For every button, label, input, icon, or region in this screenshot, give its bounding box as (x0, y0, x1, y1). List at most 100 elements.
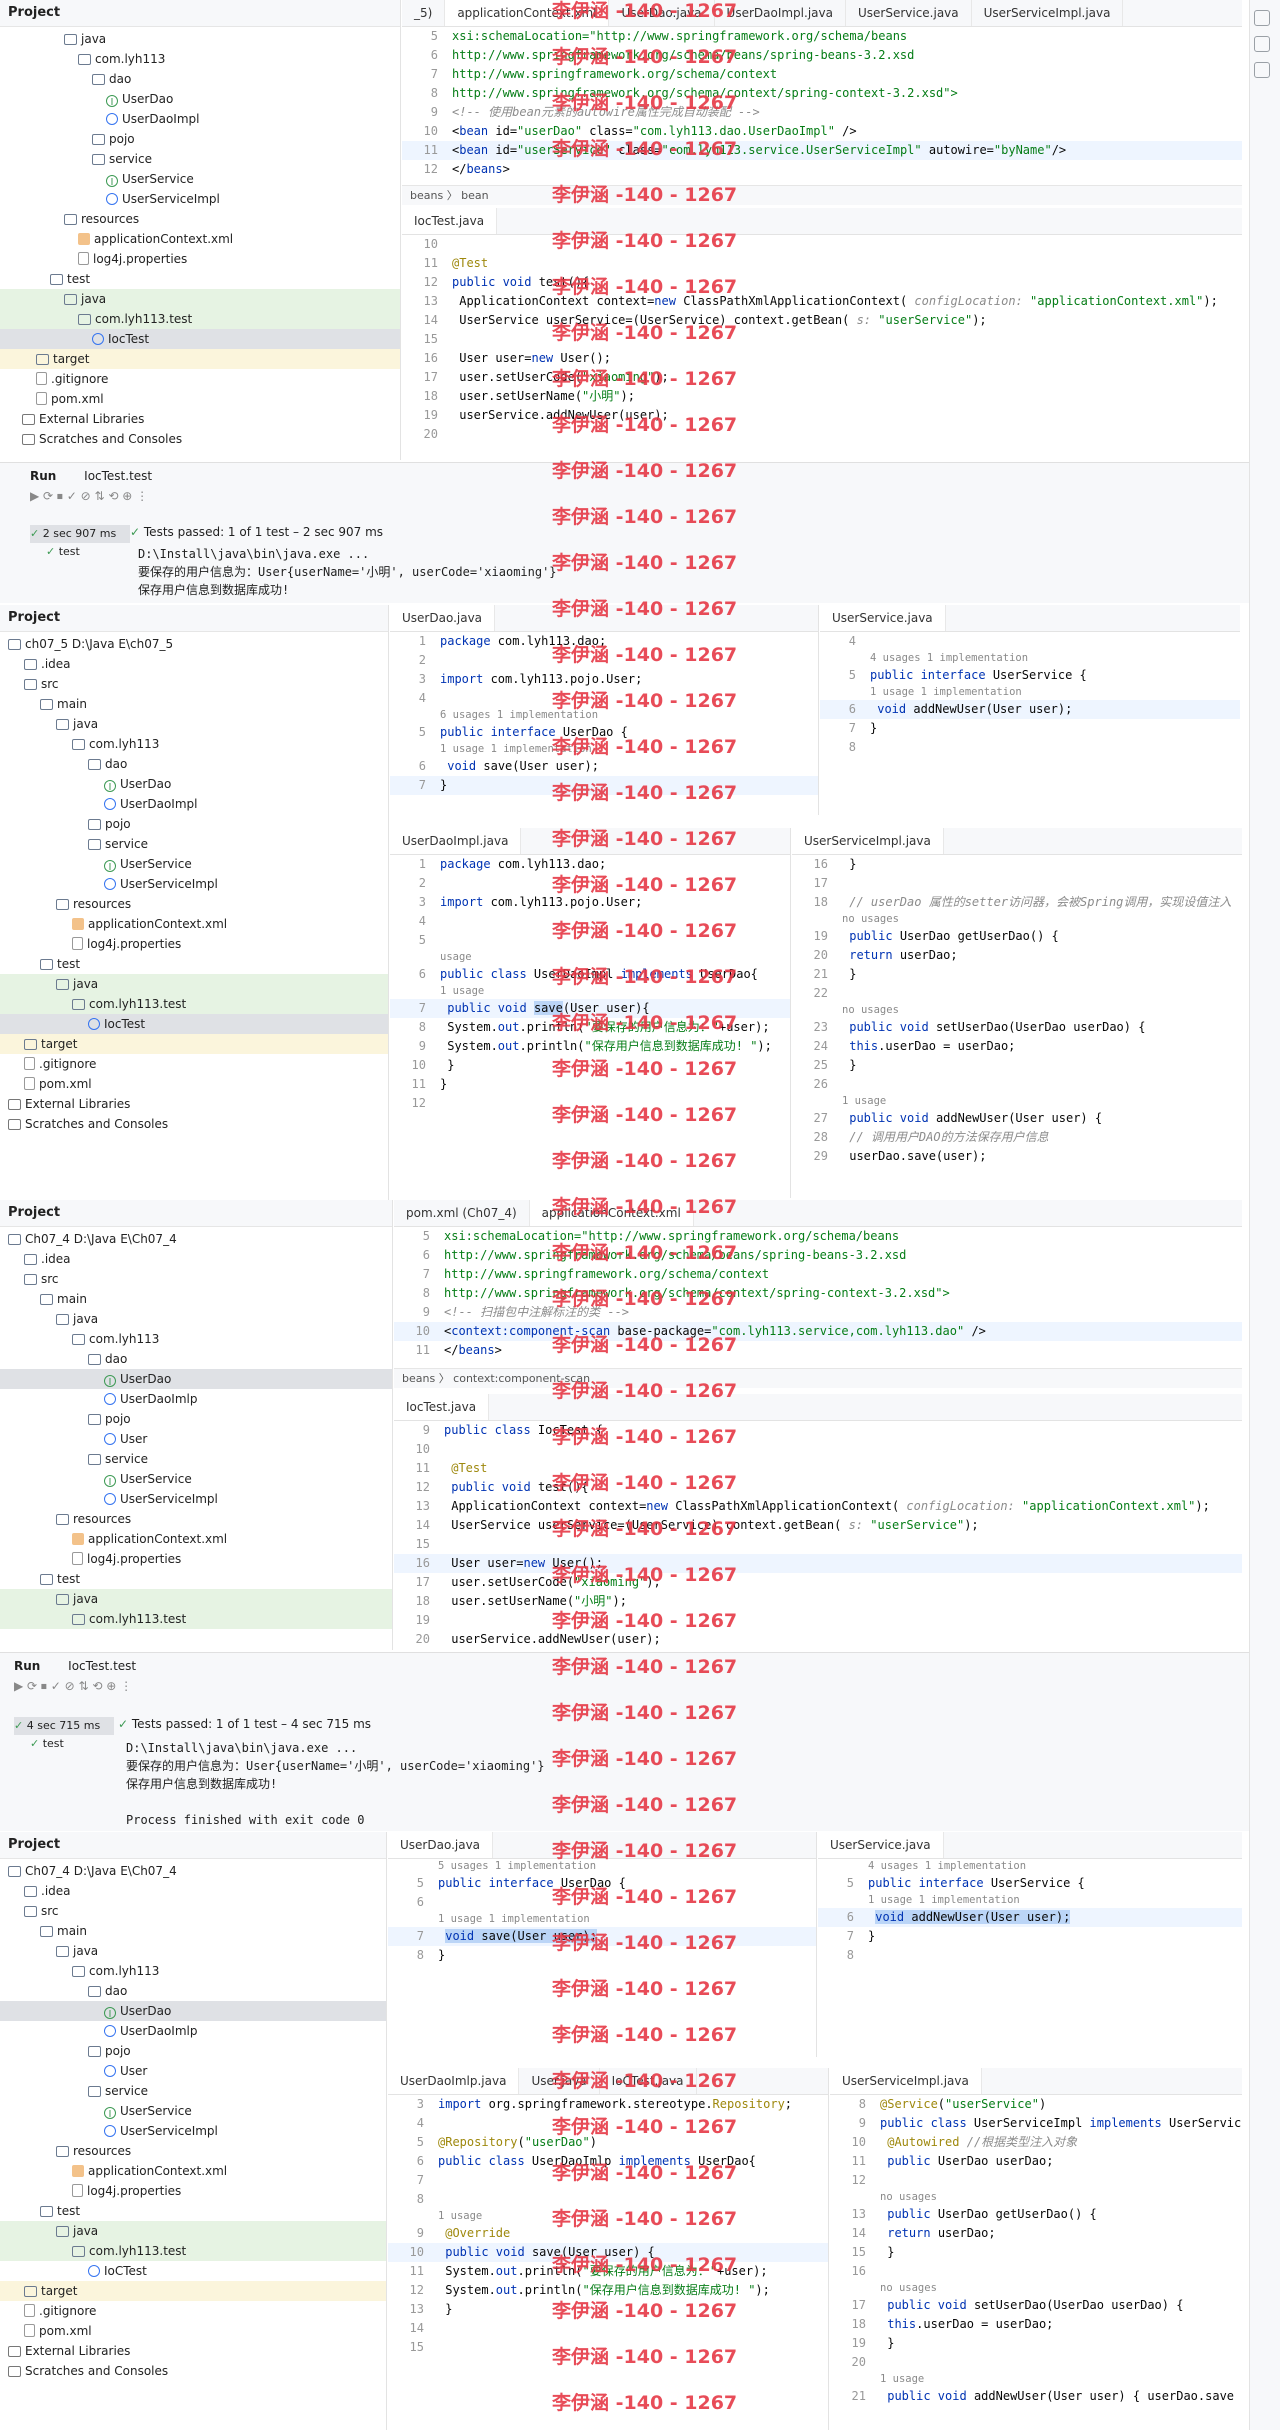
tree-item[interactable]: src (0, 1901, 386, 1921)
tree-item[interactable]: .idea (0, 1249, 392, 1269)
usage-hint[interactable]: no usages (842, 1004, 899, 1016)
code-line[interactable]: 12 (390, 1094, 790, 1113)
usage-hint[interactable]: 1 usage 1 implementation (440, 743, 592, 755)
tree-item[interactable]: main (0, 1921, 386, 1941)
code-line[interactable]: 12 public void test(){ (394, 1478, 1242, 1497)
tree-item[interactable]: test (0, 269, 400, 289)
editor-tab[interactable]: User.java (519, 2068, 600, 2094)
tree-item[interactable]: resources (0, 2141, 386, 2161)
tree-item[interactable]: target (0, 349, 400, 369)
run-time[interactable]: 2 sec 907 ms (42, 527, 117, 540)
editor-tab[interactable]: pom.xml (Ch07_4) (394, 1200, 530, 1226)
code-line[interactable]: 11@Test (402, 254, 1242, 273)
tree-item[interactable]: pom.xml (0, 389, 400, 409)
code-line[interactable]: 4 (390, 689, 818, 708)
tree-item[interactable]: com.lyh113.test (0, 1609, 392, 1629)
tree-item[interactable]: UserDaoImpl (0, 794, 388, 814)
tree-item[interactable]: test (0, 954, 388, 974)
code-line[interactable]: 5@Repository("userDao") (388, 2133, 828, 2152)
tree-item[interactable]: src (0, 674, 388, 694)
tree-item[interactable]: com.lyh113 (0, 734, 388, 754)
tree-item[interactable]: src (0, 1269, 392, 1289)
tree-item[interactable]: java (0, 29, 400, 49)
tab-userservice[interactable]: UserService.java (820, 605, 946, 631)
code-line[interactable]: 9 @Override (388, 2224, 828, 2243)
tree-item[interactable]: Ch07_4 D:\Java E\Ch07_4 (0, 1861, 386, 1881)
code-line[interactable]: 10 (394, 1440, 1242, 1459)
tree-item[interactable]: Scratches and Consoles (0, 2361, 386, 2381)
code-line[interactable]: 24 this.userDao = userDao; (792, 1037, 1242, 1056)
tab-userdaoimpl[interactable]: UserDaoImpl.java (390, 828, 522, 854)
tree-item[interactable]: pom.xml (0, 2321, 386, 2341)
tab-userdao[interactable]: UserDao.java (388, 1832, 494, 1858)
code-line[interactable]: 12</beans> (402, 160, 1242, 179)
code-line[interactable]: 8 (388, 2190, 828, 2209)
code-line[interactable]: 13 public UserDao getUserDao() { (830, 2205, 1242, 2224)
code-line[interactable]: 8 System.out.println("要保存的用户信息为："+user); (390, 1018, 790, 1037)
tree-item[interactable]: java (0, 1589, 392, 1609)
code-line[interactable]: 14 UserService userService=(UserService)… (394, 1516, 1242, 1535)
code-line[interactable]: 19 userService.addNewUser(user); (402, 406, 1242, 425)
code-line[interactable]: 19 public UserDao getUserDao() { (792, 927, 1242, 946)
run-test[interactable]: test (58, 545, 80, 558)
tree-item[interactable]: com.lyh113 (0, 1961, 386, 1981)
code-line[interactable]: 10 public void save(User user) { (388, 2243, 828, 2262)
usage-hint[interactable]: 5 usages 1 implementation (438, 1860, 597, 1872)
tab-userserviceimpl[interactable]: UserServiceImpl.java (830, 2068, 982, 2094)
code-line[interactable]: 21 } (792, 965, 1242, 984)
code-line[interactable]: 7} (390, 776, 818, 795)
code-line[interactable]: 16 User user=new User(); (402, 349, 1242, 368)
code-line[interactable]: 9<!-- 使用bean元素的autowire属性完成自动装配 --> (402, 103, 1242, 122)
usage-hint[interactable]: 1 usage 1 implementation (870, 686, 1022, 698)
tab-run-ioctest[interactable]: IocTest.test (84, 469, 153, 483)
tree-item[interactable]: dao (0, 754, 388, 774)
code-line[interactable]: 26 (792, 1075, 1242, 1094)
tree-item[interactable]: java (0, 1941, 386, 1961)
tree-item[interactable]: resources (0, 894, 388, 914)
tree-item[interactable]: applicationContext.xml (0, 1529, 392, 1549)
tree-item[interactable]: com.lyh113 (0, 49, 400, 69)
code-line[interactable]: 20 return userDao; (792, 946, 1242, 965)
code-line[interactable]: 8} (388, 1946, 816, 1965)
code-line[interactable]: 7 public void save(User user){ (390, 999, 790, 1018)
code-line[interactable]: 12 System.out.println("保存用户信息到数据库成功! "); (388, 2281, 828, 2300)
code-line[interactable]: 7 void save(User user); (388, 1927, 816, 1946)
tree-item[interactable]: UserDaoImlp (0, 1389, 392, 1409)
tree-item[interactable]: IocTest (0, 1014, 388, 1034)
code-line[interactable]: 16 User user=new User(); (394, 1554, 1242, 1573)
code-line[interactable]: 15 (394, 1535, 1242, 1554)
editor-tab[interactable]: UserDao.java (609, 0, 715, 26)
tree-item[interactable]: service (0, 149, 400, 169)
tree-item[interactable]: dao (0, 1981, 386, 2001)
tree-item[interactable]: test (0, 1569, 392, 1589)
code-line[interactable]: 4 (390, 912, 790, 931)
tab-userserviceimpl[interactable]: UserServiceImpl.java (792, 828, 944, 854)
code-line[interactable]: 4 (388, 2114, 828, 2133)
tree-item[interactable]: Scratches and Consoles (0, 1114, 388, 1134)
code-line[interactable]: 10 } (390, 1056, 790, 1075)
database-icon[interactable] (1254, 36, 1270, 52)
code-line[interactable]: 17 user.setUserCode("xiaoming"); (402, 368, 1242, 387)
tree-item[interactable]: applicationContext.xml (0, 229, 400, 249)
tree-item[interactable]: resources (0, 209, 400, 229)
project-title[interactable]: Project (0, 605, 388, 632)
tree-item[interactable]: com.lyh113 (0, 1329, 392, 1349)
editor-tab[interactable]: UserDaoImlp.java (388, 2068, 520, 2094)
tree-item[interactable]: java (0, 289, 400, 309)
usage-hint[interactable]: no usages (842, 913, 899, 925)
usage-hint[interactable]: usage (440, 951, 472, 963)
